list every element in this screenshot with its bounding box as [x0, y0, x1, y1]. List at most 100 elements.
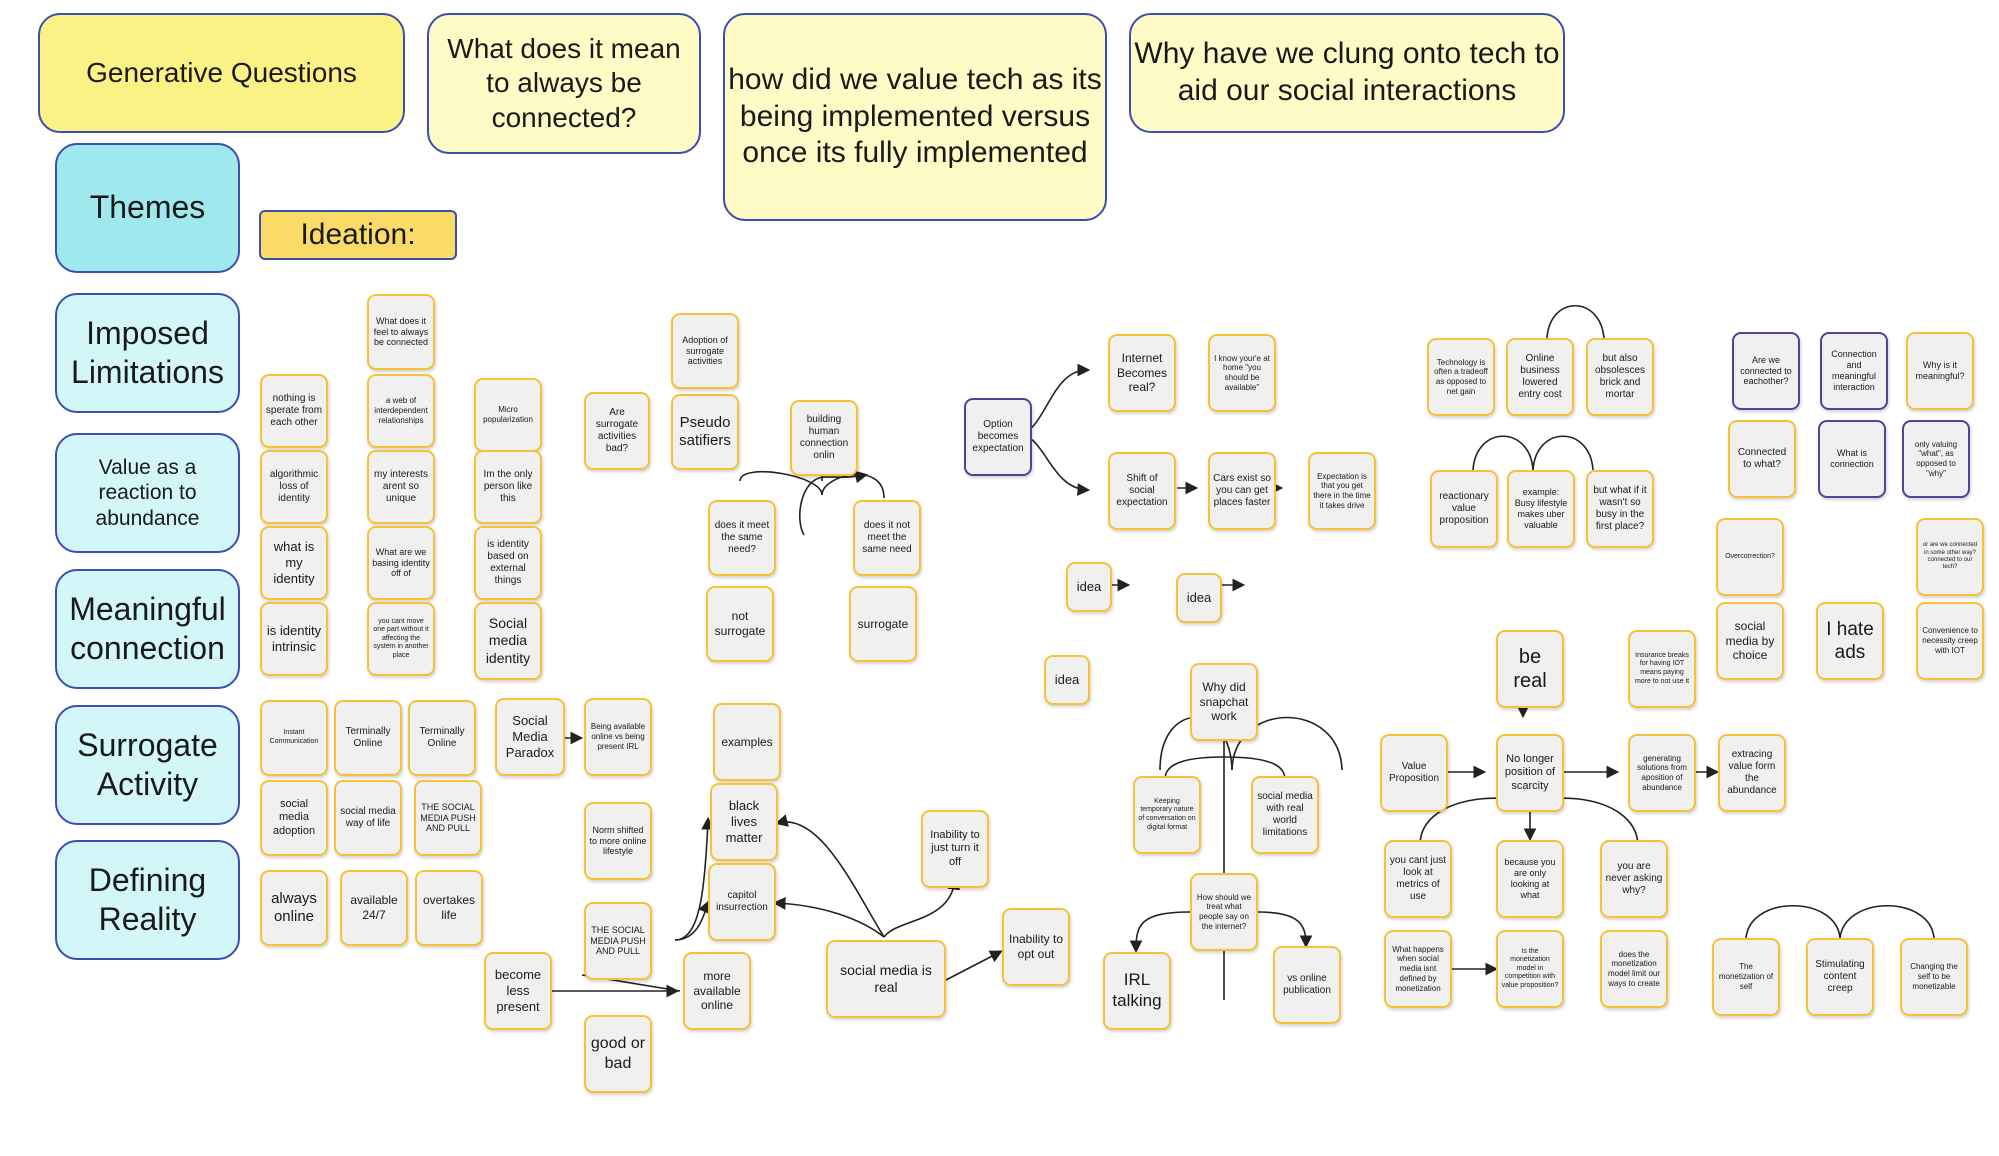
sticky-note[interactable]: social media adoption [260, 780, 328, 856]
sticky-note[interactable]: IRL talking [1103, 952, 1171, 1030]
sticky-note[interactable]: Social media identity [474, 602, 542, 680]
sticky-note[interactable]: Micro popularization [474, 378, 542, 452]
sticky-note[interactable]: what is my identity [260, 526, 328, 600]
sticky-note[interactable]: Option becomes expectation [964, 398, 1032, 476]
sticky-note[interactable]: What does it feel to always be connected [367, 294, 435, 370]
connector [1745, 904, 1841, 939]
sticky-note[interactable]: examples [713, 703, 781, 781]
sticky-note[interactable]: does the monetization model limit our wa… [1600, 930, 1668, 1008]
sticky-note[interactable]: Are surrogate activities bad? [584, 392, 650, 470]
themes-header: Themes [55, 143, 240, 273]
sticky-note[interactable]: Online business lowered entry cost [1506, 338, 1574, 416]
sticky-note[interactable]: surrogate [849, 586, 917, 662]
sticky-note[interactable]: is identity based on external things [474, 526, 542, 600]
sticky-note[interactable]: does it meet the same need? [708, 500, 776, 576]
connector [1532, 435, 1594, 471]
theme-surrogate-activity: Surrogate Activity [55, 705, 240, 825]
sticky-note[interactable]: available 24/7 [340, 870, 408, 946]
sticky-note[interactable]: nothing is sperate from each other [260, 374, 328, 448]
sticky-note[interactable]: idea [1066, 562, 1112, 612]
sticky-note[interactable]: but what if it wasn't so busy in the fir… [1586, 470, 1654, 548]
sticky-note[interactable]: Overcorrection? [1716, 518, 1784, 596]
sticky-note[interactable]: What is connection [1818, 420, 1886, 498]
sticky-note[interactable]: because you are only looking at what [1496, 840, 1564, 918]
sticky-note[interactable]: example: Busy lifestyle makes uber valua… [1507, 470, 1575, 548]
sticky-note[interactable]: Im the only person like this [474, 450, 542, 524]
sticky-note[interactable]: you cant move one part without it affect… [367, 602, 435, 676]
sticky-note[interactable]: Norm shifted to more online lifestyle [584, 802, 652, 880]
sticky-note[interactable]: Cars exist so you can get places faster [1208, 452, 1276, 530]
sticky-note[interactable]: Is the monetization model in competition… [1496, 930, 1564, 1008]
sticky-note[interactable]: Terminally Online [408, 700, 476, 776]
sticky-note[interactable]: vs online publication [1273, 946, 1341, 1024]
sticky-note[interactable]: What are we basing identity off of [367, 526, 435, 600]
sticky-note[interactable]: overtakes life [415, 870, 483, 946]
sticky-note[interactable]: Inability to just turn it off [921, 810, 989, 888]
sticky-note[interactable]: THE SOCIAL MEDIA PUSH AND PULL [584, 902, 652, 980]
sticky-note[interactable]: good or bad [584, 1015, 652, 1093]
sticky-note[interactable]: more available online [683, 952, 751, 1030]
sticky-note[interactable]: always online [260, 870, 328, 946]
sticky-note[interactable]: extracing value form the abundance [1718, 734, 1786, 812]
sticky-note[interactable]: Keeping temporary nature of conversation… [1133, 776, 1201, 854]
sticky-note[interactable]: black lives matter [710, 783, 778, 861]
sticky-note[interactable]: only valuing "what", as opposed to "why" [1902, 420, 1970, 498]
sticky-note[interactable]: Connected to what? [1728, 420, 1796, 498]
sticky-note[interactable]: idea [1044, 655, 1090, 705]
sticky-note[interactable]: you cant just look at metrics of use [1384, 840, 1452, 918]
sticky-note[interactable]: Internet Becomes real? [1108, 334, 1176, 412]
sticky-note[interactable]: Convenience to necessity creep with IOT [1916, 602, 1984, 680]
sticky-note[interactable]: Are we connected to eachother? [1732, 332, 1800, 410]
sticky-note[interactable]: Terminally Online [334, 700, 402, 776]
sticky-note[interactable]: you are never asking why? [1600, 840, 1668, 918]
sticky-note[interactable]: social media way of life [334, 780, 402, 856]
sticky-note[interactable]: is identity intrinsic [260, 602, 328, 676]
sticky-note[interactable]: a web of interdependent relationships [367, 374, 435, 448]
sticky-note[interactable]: algorithmic loss of identity [260, 450, 328, 524]
sticky-note[interactable]: generating solutions from aposition of a… [1628, 734, 1696, 812]
sticky-note[interactable]: does it not meet the same need [853, 500, 921, 576]
sticky-note[interactable]: be real [1496, 630, 1564, 708]
sticky-note[interactable]: I know your'e at home "you should be ava… [1208, 334, 1276, 412]
sticky-note[interactable]: Inability to opt out [1002, 908, 1070, 986]
sticky-note[interactable]: social media is real [826, 940, 946, 1018]
sticky-note[interactable]: Why is it meaningful? [1906, 332, 1974, 410]
sticky-note[interactable]: Being available online vs being present … [584, 698, 652, 776]
sticky-note[interactable]: What happens when social media isnt defi… [1384, 930, 1452, 1008]
sticky-note[interactable]: I hate ads [1816, 602, 1884, 680]
sticky-note[interactable]: Adoption of surrogate activities [671, 313, 739, 389]
sticky-note[interactable]: capitol insurrection [708, 863, 776, 941]
sticky-note[interactable]: social media with real world limitations [1251, 776, 1319, 854]
sticky-note[interactable]: reactionary value proposition [1430, 470, 1498, 548]
sticky-note[interactable]: or are we connected in some other way? c… [1916, 518, 1984, 596]
sticky-note[interactable]: Insurance breaks for having IOT means pa… [1628, 630, 1696, 708]
sticky-note[interactable]: Instant Communication [260, 700, 328, 776]
sticky-note[interactable]: Why did snapchat work [1190, 663, 1258, 741]
theme-imposed-limitations: Imposed Limitations [55, 293, 240, 413]
sticky-note[interactable]: Expectation is that you get there in the… [1308, 452, 1376, 530]
sticky-note[interactable]: but also obsolesces brick and mortar [1586, 338, 1654, 416]
generative-questions-header: Generative Questions [38, 13, 405, 133]
sticky-note[interactable]: Value Proposition [1380, 734, 1448, 812]
sticky-note[interactable]: my interests arent so unique [367, 450, 435, 524]
sticky-note[interactable]: Social Media Paradox [495, 698, 565, 776]
theme-defining-reality: Defining Reality [55, 840, 240, 960]
sticky-note[interactable]: The monetization of self [1712, 938, 1780, 1016]
sticky-note[interactable]: social media by choice [1716, 602, 1784, 680]
sticky-note[interactable]: THE SOCIAL MEDIA PUSH AND PULL [414, 780, 482, 856]
question-clung-onto-tech: Why have we clung onto tech to aid our s… [1129, 13, 1565, 133]
sticky-note[interactable]: idea [1176, 573, 1222, 623]
sticky-note[interactable]: not surrogate [706, 586, 774, 662]
sticky-note[interactable]: Connection and meaningful interaction [1820, 332, 1888, 410]
sticky-note[interactable]: No longer position of scarcity [1496, 734, 1564, 812]
sticky-note[interactable]: Stimulating content creep [1806, 938, 1874, 1016]
sticky-note[interactable]: Pseudo satifiers [671, 394, 739, 470]
sticky-note[interactable]: building human connection onlin [790, 400, 858, 476]
sticky-note[interactable]: Changing the self to be monetizable [1900, 938, 1968, 1016]
sticky-note[interactable]: become less present [484, 952, 552, 1030]
sticky-note[interactable]: Technology is often a tradeoff as oppose… [1427, 338, 1495, 416]
connector [774, 814, 885, 938]
sticky-note[interactable]: Shift of social expectation [1108, 452, 1176, 530]
sticky-note[interactable]: How should we treat what people say on t… [1190, 873, 1258, 951]
